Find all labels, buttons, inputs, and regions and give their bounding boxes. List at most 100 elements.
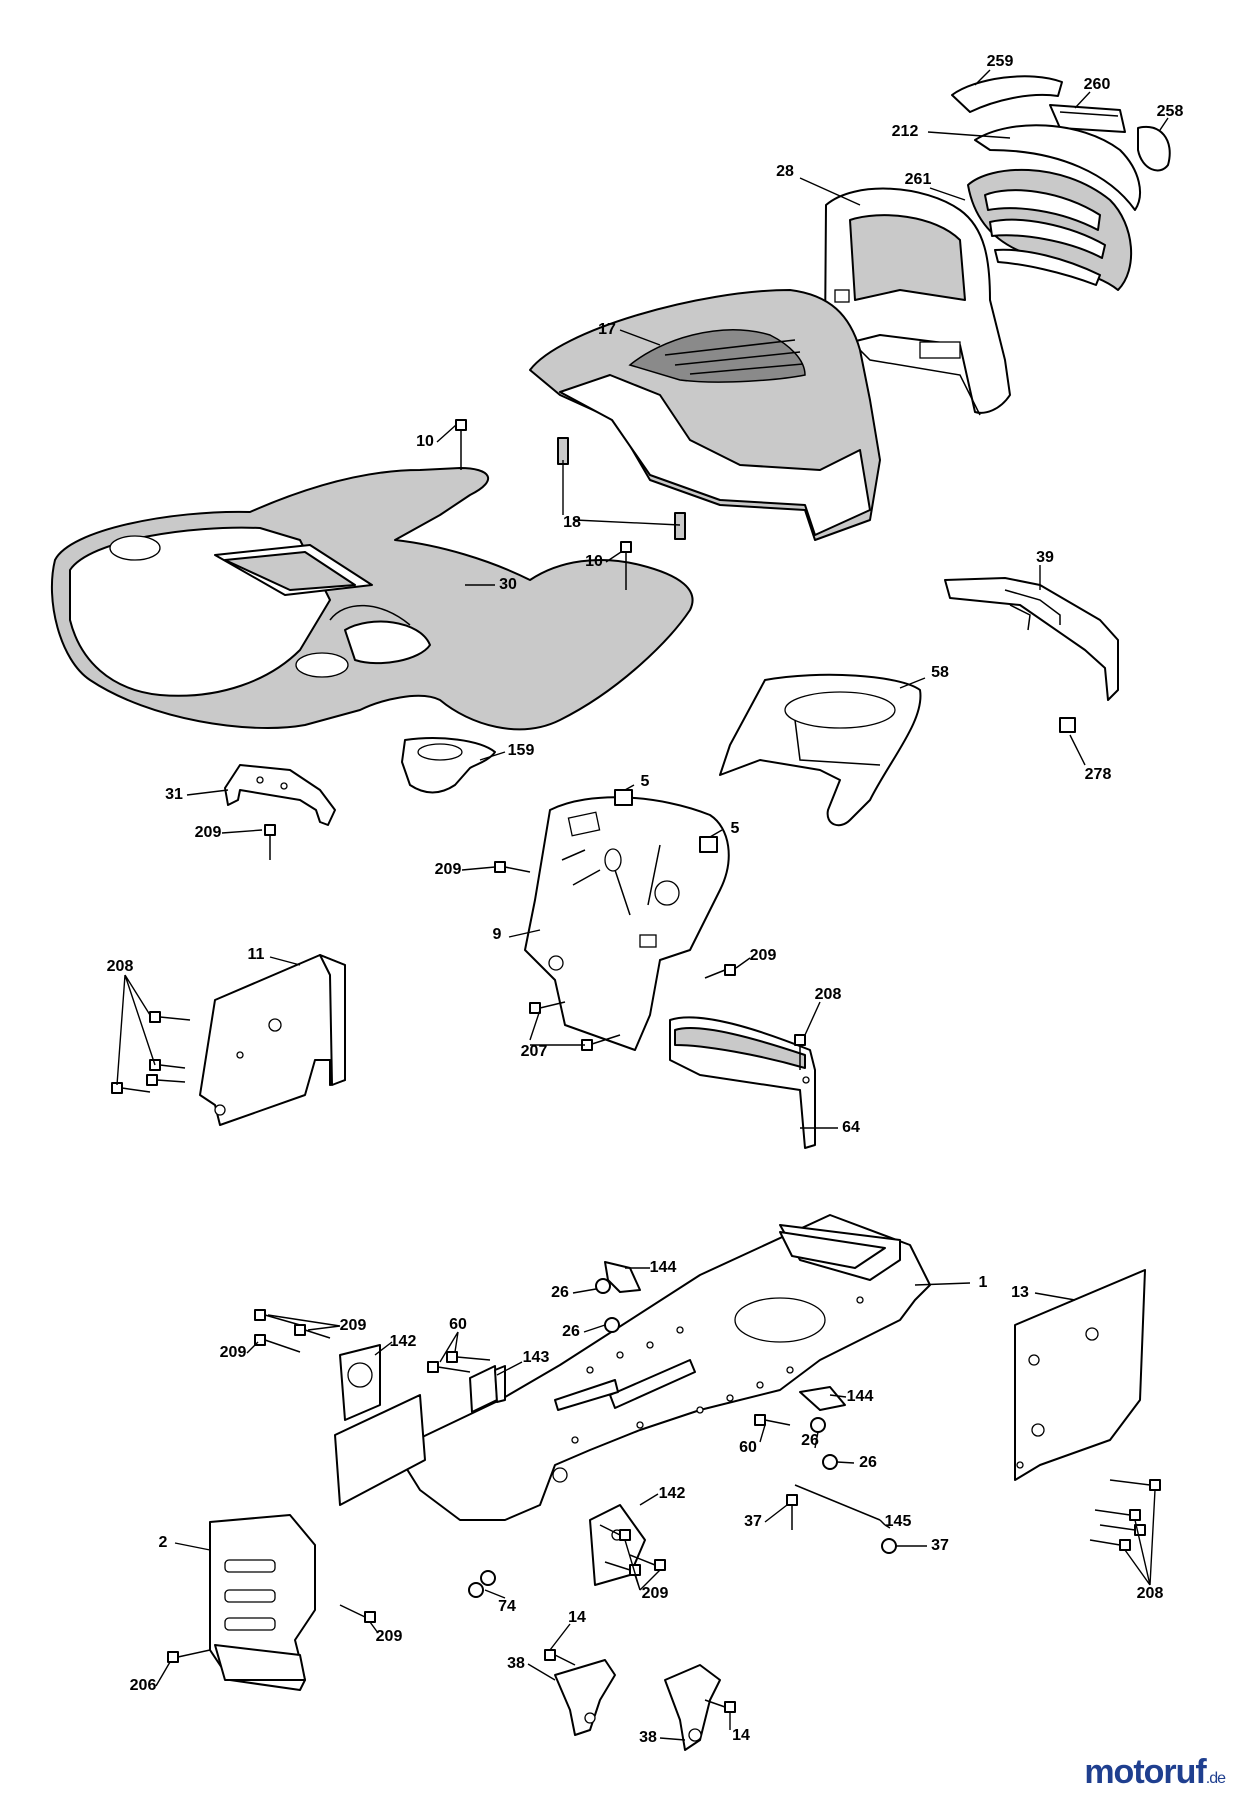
nut-37b bbox=[881, 1538, 897, 1554]
callout-c143: 143 bbox=[523, 1349, 550, 1366]
watermark-suffix: .de bbox=[1205, 1770, 1226, 1787]
callout-c209b: 209 bbox=[435, 861, 462, 878]
bolt-209b bbox=[494, 861, 531, 873]
callout-c30: 30 bbox=[499, 576, 517, 593]
callout-c60a: 60 bbox=[449, 1316, 467, 1333]
motoruf-watermark: motoruf.de bbox=[1084, 1753, 1226, 1792]
callout-c209a: 209 bbox=[195, 824, 222, 841]
bolt-60b bbox=[754, 1414, 791, 1426]
callout-c58: 58 bbox=[931, 664, 949, 681]
callout-c5b: 5 bbox=[731, 820, 740, 837]
nut-26b bbox=[604, 1317, 620, 1333]
callout-c209g: 209 bbox=[376, 1628, 403, 1645]
callout-c145: 145 bbox=[885, 1513, 912, 1530]
callout-c159: 159 bbox=[508, 742, 535, 759]
callout-c261: 261 bbox=[905, 171, 932, 188]
callout-c26b: 26 bbox=[562, 1323, 580, 1340]
nut-26c bbox=[810, 1417, 826, 1433]
part-2-front-plate bbox=[209, 1514, 316, 1691]
callout-c278: 278 bbox=[1085, 766, 1112, 783]
callout-c18: 18 bbox=[563, 514, 581, 531]
part-38-axle-bracket-left bbox=[554, 1659, 616, 1736]
bolt-10b bbox=[620, 541, 632, 590]
callout-c5a: 5 bbox=[641, 773, 650, 790]
callout-c31: 31 bbox=[165, 786, 183, 803]
part-64-bumper bbox=[669, 1016, 816, 1149]
callout-c209d: 209 bbox=[340, 1317, 367, 1334]
callout-c260: 260 bbox=[1084, 76, 1111, 93]
nut-26a bbox=[595, 1278, 611, 1294]
callout-c208c: 208 bbox=[1137, 1585, 1164, 1602]
bolt-207a bbox=[529, 1001, 566, 1014]
bolt-206 bbox=[167, 1649, 211, 1663]
callout-c13: 13 bbox=[1011, 1284, 1029, 1301]
bolt-10a bbox=[455, 419, 467, 470]
part-258-lens bbox=[1137, 125, 1171, 172]
callout-c37b: 37 bbox=[931, 1537, 949, 1554]
callout-c26a: 26 bbox=[551, 1284, 569, 1301]
nut-26d bbox=[822, 1454, 838, 1470]
bolt-14a bbox=[544, 1649, 576, 1666]
callout-c14a: 14 bbox=[568, 1609, 586, 1626]
callout-c38b: 38 bbox=[639, 1729, 657, 1746]
bolts-60a bbox=[427, 1351, 491, 1373]
nut-5a bbox=[614, 789, 633, 806]
part-17-hood bbox=[529, 289, 881, 541]
callout-c208a: 208 bbox=[107, 958, 134, 975]
bolt-209c bbox=[704, 964, 736, 979]
part-144-bracket-top bbox=[604, 1261, 641, 1293]
part-28-hood-housing bbox=[824, 187, 1011, 416]
callout-c209c: 209 bbox=[750, 947, 777, 964]
part-142-bracket-left bbox=[334, 1344, 426, 1506]
callout-c259: 259 bbox=[987, 53, 1014, 70]
part-159-cup-holder bbox=[401, 737, 496, 794]
callout-c208b: 208 bbox=[815, 986, 842, 1003]
nut-5b bbox=[699, 836, 718, 853]
part-1-frame bbox=[394, 1214, 931, 1521]
callout-c2: 2 bbox=[159, 1534, 168, 1551]
bolts-209d bbox=[254, 1309, 331, 1353]
part-261-grille bbox=[967, 168, 1133, 291]
nut-278 bbox=[1059, 717, 1076, 733]
callout-c64: 64 bbox=[842, 1119, 860, 1136]
part-11-side-plate bbox=[199, 954, 346, 1126]
bolt-37a bbox=[786, 1494, 798, 1530]
callout-c74: 74 bbox=[498, 1598, 516, 1615]
callout-c209f: 209 bbox=[642, 1585, 669, 1602]
bolt-209a bbox=[264, 824, 276, 860]
part-260-grille-strip bbox=[1049, 104, 1126, 133]
frame-holes bbox=[571, 1296, 864, 1444]
part-30-fender bbox=[51, 467, 694, 731]
nuts-74 bbox=[468, 1570, 496, 1598]
part-38-axle-bracket-right bbox=[664, 1664, 721, 1751]
bolts-208c bbox=[1089, 1479, 1161, 1551]
callout-c39: 39 bbox=[1036, 549, 1054, 566]
part-9-dashboard bbox=[524, 796, 730, 1051]
callout-c60b: 60 bbox=[739, 1439, 757, 1456]
part-13-side-plate bbox=[1014, 1269, 1146, 1481]
callout-c209e: 209 bbox=[220, 1344, 247, 1361]
part-58-panel bbox=[719, 673, 922, 827]
callout-c28: 28 bbox=[776, 163, 794, 180]
bolt-209g bbox=[339, 1604, 376, 1623]
callout-c26d: 26 bbox=[859, 1454, 877, 1471]
callout-c17: 17 bbox=[598, 321, 616, 338]
callout-c144b: 144 bbox=[847, 1388, 874, 1405]
callout-c14b: 14 bbox=[732, 1727, 750, 1744]
part-212-trim bbox=[974, 124, 1141, 211]
callout-c206: 206 bbox=[130, 1677, 157, 1694]
callout-c10b: 10 bbox=[585, 553, 603, 570]
leader-lines bbox=[116, 69, 1169, 1741]
callout-c9: 9 bbox=[493, 926, 502, 943]
callout-c207: 207 bbox=[521, 1043, 548, 1060]
callout-c144a: 144 bbox=[650, 1259, 677, 1276]
callout-c10a: 10 bbox=[416, 433, 434, 450]
callout-c258: 258 bbox=[1157, 103, 1184, 120]
part-39-bracket bbox=[944, 577, 1119, 701]
bolt-208b bbox=[794, 1034, 806, 1070]
watermark-brand: motoruf bbox=[1084, 1753, 1206, 1791]
callout-c1: 1 bbox=[979, 1274, 988, 1291]
callout-c212: 212 bbox=[892, 123, 919, 140]
